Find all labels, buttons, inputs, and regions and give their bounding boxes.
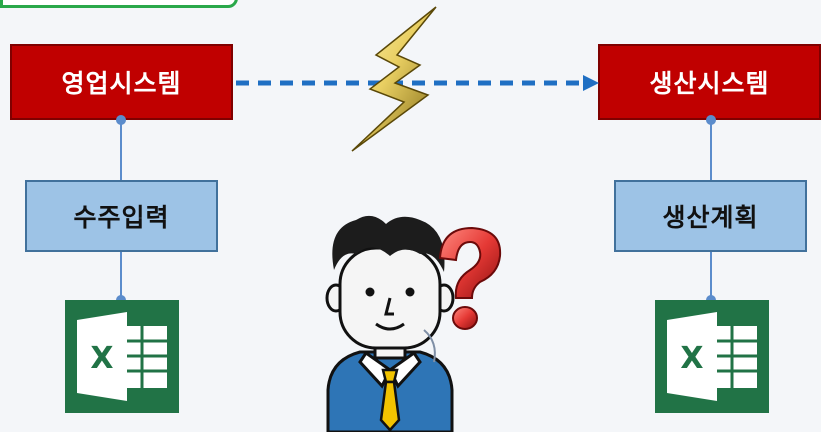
excel-icon: X [65,300,179,413]
corner-tab [0,0,238,8]
svg-text:X: X [680,341,703,376]
production-system-box: 생산시스템 [598,44,821,120]
order-entry-label: 수주입력 [73,198,169,234]
right-connector-dot-top [706,115,716,125]
production-system-label: 생산시스템 [649,64,769,100]
sales-system-label: 영업시스템 [61,64,181,100]
left-connector-dot-top [116,115,126,125]
sales-system-box: 영업시스템 [10,44,233,120]
question-mark-icon [428,222,510,342]
excel-icon: X [655,300,769,413]
production-plan-label: 생산계획 [662,198,758,234]
production-plan-box: 생산계획 [614,180,807,252]
lightning-bolt-icon [350,5,445,153]
svg-text:X: X [90,341,113,376]
order-entry-box: 수주입력 [25,180,218,252]
